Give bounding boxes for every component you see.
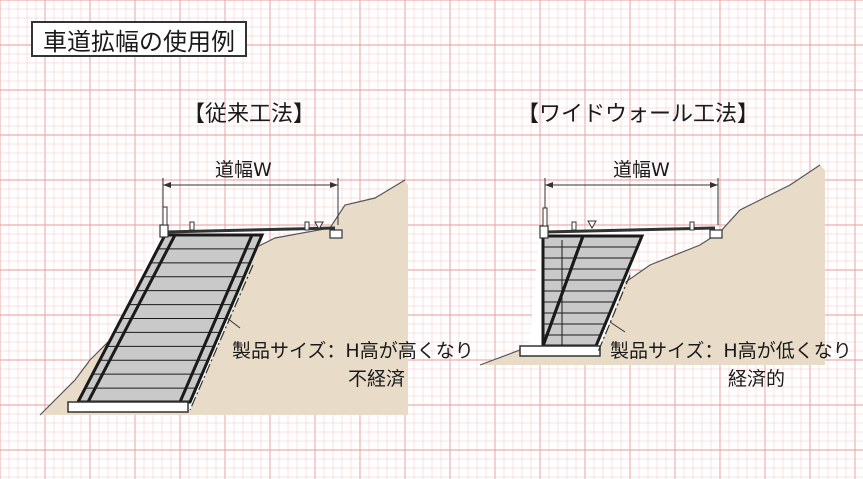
left-width-label: 道幅W — [215, 159, 272, 181]
right-width-label: 道幅W — [613, 159, 670, 181]
widewall-method-figure — [479, 164, 825, 366]
left-note-line1: 製品サイズ：H高が高くなり — [232, 340, 474, 362]
diagram-title: 車道拡幅の使用例 — [31, 21, 247, 57]
left-note-line2: 不経済 — [348, 368, 406, 390]
right-wall-blocks — [540, 234, 645, 348]
left-wall-blocks — [75, 233, 265, 404]
right-ground-slope — [480, 165, 825, 365]
left-heading: 【従来工法】 — [183, 102, 316, 127]
right-heading: 【ワイドウォール工法】 — [517, 102, 760, 127]
left-base-plate — [67, 401, 189, 413]
right-note-line1: 製品サイズ：H高が低くなり — [610, 340, 852, 362]
conventional-method-figure — [39, 178, 408, 416]
right-base-plate — [519, 345, 601, 357]
right-note-line2: 経済的 — [728, 368, 786, 390]
